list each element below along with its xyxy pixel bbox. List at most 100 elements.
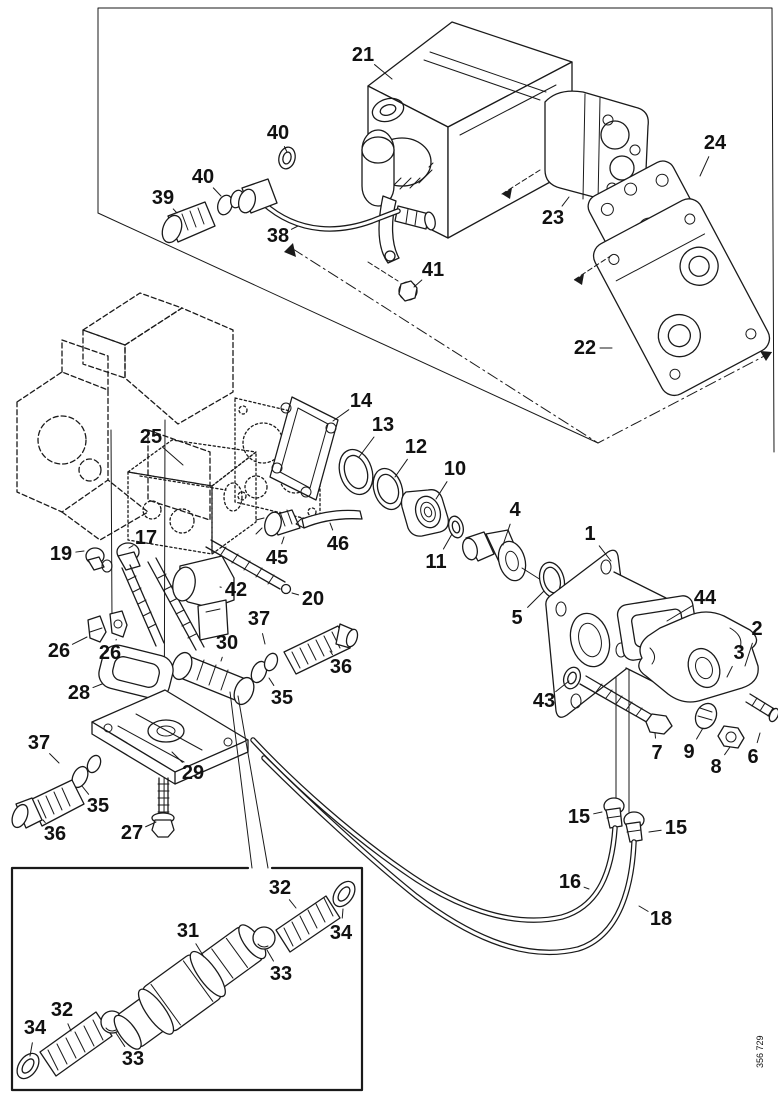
filler-port xyxy=(369,95,406,126)
o-ring-12 xyxy=(368,465,408,514)
part-callout-13: 13 xyxy=(372,414,394,436)
leader-line-32 xyxy=(289,900,296,908)
part-callout-19: 19 xyxy=(50,543,72,565)
leader-line-26 xyxy=(72,637,87,644)
part-callout-3: 3 xyxy=(733,642,744,664)
filler-cap xyxy=(362,130,433,206)
part-callout-1: 1 xyxy=(584,523,595,545)
leader-line-46 xyxy=(330,523,333,530)
filter-10 xyxy=(402,490,449,536)
leader-line-20 xyxy=(292,593,299,595)
clamp-parts-26 xyxy=(88,611,127,642)
leader-line-6 xyxy=(757,733,760,743)
part-callout-18: 18 xyxy=(650,908,672,930)
part-callout-46: 46 xyxy=(327,533,349,555)
hose-16 xyxy=(253,740,615,920)
leader-line-13 xyxy=(359,437,374,457)
leader-line-15-b xyxy=(649,830,661,832)
leader-line-19 xyxy=(76,551,84,552)
part-callout-40-b: 40 xyxy=(192,166,214,188)
leader-line-34 xyxy=(342,909,343,918)
inset-valve-detail xyxy=(13,877,360,1082)
cover-plate-22 xyxy=(574,194,774,400)
leader-line-30 xyxy=(221,657,222,661)
leader-line-25 xyxy=(162,447,183,465)
part-callout-33: 33 xyxy=(270,963,292,985)
figure-code: 356 729 xyxy=(755,1035,765,1068)
leader-line-4 xyxy=(503,524,510,545)
coupling-4 xyxy=(460,530,560,592)
part-callout-26: 26 xyxy=(48,640,70,662)
part-callout-44: 44 xyxy=(694,587,717,609)
fitting-45 xyxy=(256,510,300,538)
part-callout-12: 12 xyxy=(405,436,427,458)
machine-silhouette xyxy=(17,293,233,540)
leader-line-9 xyxy=(697,728,703,739)
part-callout-34: 34 xyxy=(330,922,353,944)
bolt-27 xyxy=(152,778,174,837)
spring-set-36b xyxy=(9,753,103,829)
part-callout-45: 45 xyxy=(266,547,288,569)
stud-6 xyxy=(746,694,778,723)
part-callout-10: 10 xyxy=(444,458,466,480)
hose-18 xyxy=(264,758,634,952)
part-callout-35-b: 35 xyxy=(87,795,109,817)
leader-line-2 xyxy=(745,643,752,666)
nut-8 xyxy=(718,726,744,748)
leader-line-21 xyxy=(375,65,392,79)
part-callout-34-b: 34 xyxy=(24,1017,47,1039)
part-callout-29: 29 xyxy=(182,762,204,784)
leader-line-36-b xyxy=(43,820,45,823)
part-callout-15-b: 15 xyxy=(665,817,687,839)
spring-plug-36a xyxy=(284,624,360,674)
seal-ring-40a xyxy=(277,145,298,170)
part-callout-14: 14 xyxy=(350,390,373,412)
bracket-42 xyxy=(170,556,234,640)
leader-line-7 xyxy=(655,733,656,738)
part-callout-33-b: 33 xyxy=(122,1048,144,1070)
part-callout-5: 5 xyxy=(511,607,522,629)
leader-line-17 xyxy=(129,546,133,548)
o-ring-13 xyxy=(334,445,379,499)
leader-line-24 xyxy=(700,157,709,176)
leader-line-28 xyxy=(93,684,102,688)
inset-callout-lines xyxy=(230,692,268,868)
part-callout-21: 21 xyxy=(352,44,374,66)
leader-line-34-b xyxy=(30,1043,32,1056)
leader-line-35-b xyxy=(82,786,89,794)
plug-9 xyxy=(692,700,721,732)
pump-25 xyxy=(128,440,256,554)
part-callout-41: 41 xyxy=(422,259,444,281)
part-callout-16: 16 xyxy=(559,871,581,893)
elbow-2-3 xyxy=(639,612,758,702)
part-callout-40: 40 xyxy=(267,122,289,144)
hose-46 xyxy=(296,510,362,528)
assembly-frame xyxy=(98,8,774,452)
leader-line-40 xyxy=(284,147,287,152)
leader-line-39 xyxy=(173,209,177,213)
part-callout-31: 31 xyxy=(177,920,199,942)
washer-43-bolt-7 xyxy=(561,665,672,734)
part-callout-26-b: 26 xyxy=(99,642,121,664)
leader-line-43 xyxy=(556,681,569,692)
gasket-28 xyxy=(96,642,177,702)
part-callout-11: 11 xyxy=(425,551,446,573)
leader-line-32-b xyxy=(68,1024,71,1031)
part-callout-2: 2 xyxy=(751,618,762,640)
leader-line-37 xyxy=(263,634,265,644)
part-callout-20: 20 xyxy=(302,588,324,610)
leader-line-36 xyxy=(330,651,333,655)
washer-37a xyxy=(262,651,280,672)
part-callout-9: 9 xyxy=(683,741,694,763)
suction-hose-38 xyxy=(159,145,417,301)
leader-line-18 xyxy=(639,906,648,911)
leader-line-40-b xyxy=(213,188,221,196)
part-callout-22: 22 xyxy=(574,337,596,359)
part-callout-37: 37 xyxy=(248,608,270,630)
leader-line-8 xyxy=(725,747,730,755)
part-callout-36-b: 36 xyxy=(44,823,66,845)
valve-plate-29 xyxy=(92,690,248,784)
leader-line-5 xyxy=(528,591,544,607)
part-callout-23: 23 xyxy=(542,207,564,229)
